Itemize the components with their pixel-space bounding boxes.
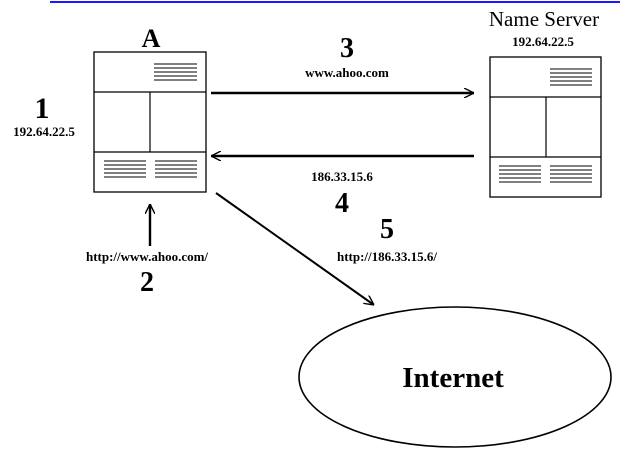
step-3-text: www.ahoo.com (305, 65, 389, 80)
step-1-number: 1 (35, 92, 50, 125)
internet-ellipse (298, 306, 612, 448)
computer-a-label: A (142, 24, 161, 53)
computer-a-ip: 192.64.22.5 (13, 124, 75, 139)
step-3-number: 3 (340, 33, 354, 64)
step-4-text: 186.33.15.6 (311, 169, 373, 184)
step-2-text: http://www.ahoo.com/ (86, 249, 208, 264)
computer-a-icon (93, 51, 207, 193)
internet-label: Internet (402, 362, 504, 394)
name-server-ip: 192.64.22.5 (512, 34, 574, 49)
step-5-number: 5 (380, 214, 394, 245)
step-4-number: 4 (335, 188, 349, 219)
step-2-number: 2 (140, 267, 154, 298)
step-5-text: http://186.33.15.6/ (337, 249, 437, 264)
name-server-label: Name Server (489, 7, 599, 31)
name-server-icon (489, 56, 602, 198)
step-5-arrow (215, 192, 374, 305)
